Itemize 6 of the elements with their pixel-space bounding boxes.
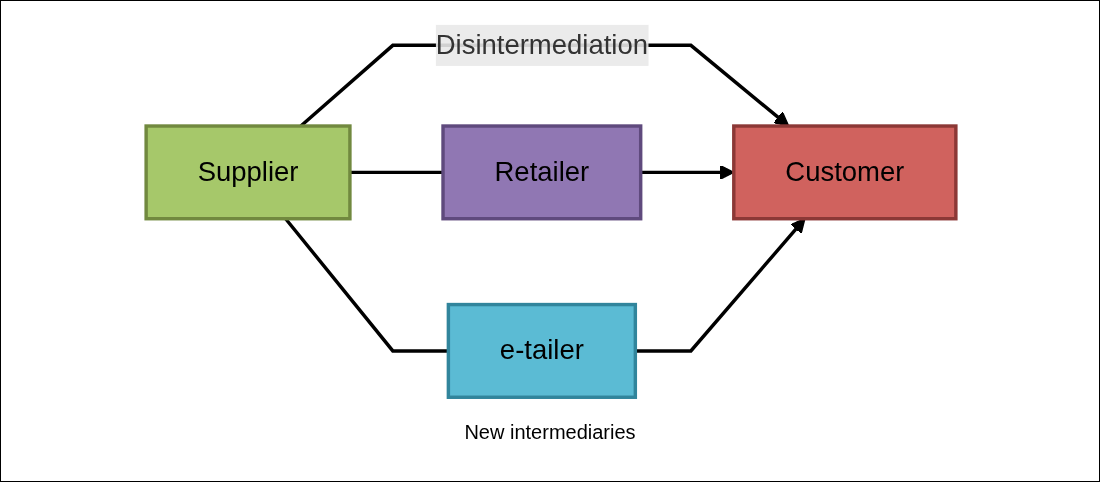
- node-box: Customer: [732, 124, 958, 221]
- note-text: New intermediaries: [464, 421, 636, 443]
- edge-label: Disintermediation: [435, 29, 648, 60]
- node-box: Retailer: [441, 124, 643, 221]
- node-box: e-tailer: [446, 302, 638, 399]
- node-box: Supplier: [144, 124, 352, 221]
